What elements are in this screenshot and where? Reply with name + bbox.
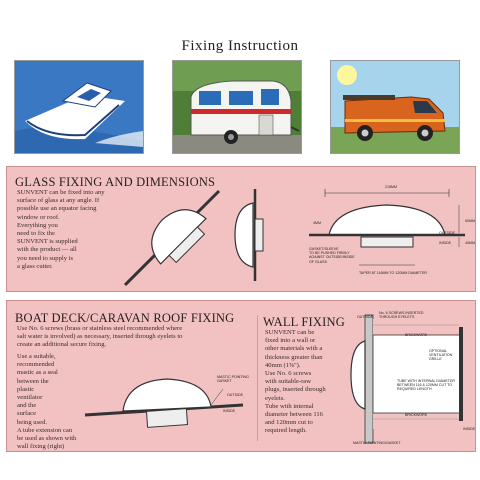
dim-50-label: 50MM <box>465 219 475 223</box>
glass-dimensions-diagram <box>309 189 465 266</box>
mastic-gasket-label: MASTIC POINTING GASKET <box>217 375 249 384</box>
motor-boat-icon <box>15 61 143 153</box>
wall-fixing-diagram <box>350 314 463 444</box>
wall-fixing-text: SUNVENT can be fixed into a wall or othe… <box>265 329 326 435</box>
van-illustration <box>330 60 460 154</box>
taper-note: TAPER AT 116MM TO 120MM DIAMETER <box>359 271 427 275</box>
deck-fixing-diagram <box>84 378 244 428</box>
boat-outside-label: OUTSIDE <box>227 393 243 397</box>
dim-40-label: 40MM <box>465 241 475 245</box>
mastic-pointing-note: MASTIC POINTING/GASKET <box>353 441 401 445</box>
tube-note: TUBE WITH INTERNAL DIAMETER BETWEEN 116 … <box>397 379 455 392</box>
grille-note: OPTIONAL VENTILATION GRILLE <box>429 349 453 362</box>
boat-deck-text-side: Use a suitable, recommended mastic as a … <box>17 353 77 451</box>
dim-4-label: 4MM <box>313 221 321 225</box>
caravan-icon <box>173 61 301 153</box>
gasket-sleeve-note: GASKET/SLEEVE TO BE PUSHED FIRMLY AGAINS… <box>309 247 355 264</box>
brickwork-top-label: BRICKWORK <box>405 333 428 337</box>
glass-outside-label: OUTSIDE <box>439 231 455 235</box>
glass-vertical-diagram <box>234 189 264 281</box>
wall-fixing-heading: WALL FIXING <box>263 315 345 329</box>
panel-divider <box>257 315 258 441</box>
glass-fixing-panel: GLASS FIXING AND DIMENSIONS SUNVENT can … <box>6 166 476 292</box>
caravan-illustration <box>172 60 302 154</box>
boat-illustration <box>14 60 144 154</box>
glass-fixing-heading: GLASS FIXING AND DIMENSIONS <box>15 175 216 189</box>
glass-angled-diagram <box>123 189 221 287</box>
wall-outside-label: OUTSIDE <box>357 315 373 319</box>
page-title: Fixing Instruction <box>181 38 299 54</box>
brickwork-bottom-label: BRICKWORK <box>405 413 428 417</box>
wall-inside-label: INSIDE <box>463 427 475 431</box>
glass-inside-label: INSIDE <box>439 241 451 245</box>
boat-deck-panel: BOAT DECK/CARAVAN ROOF FIXING Use No. 6 … <box>6 300 476 452</box>
van-icon <box>331 61 459 153</box>
boat-deck-heading: BOAT DECK/CARAVAN ROOF FIXING <box>15 311 235 325</box>
glass-fixing-text: SUNVENT can be fixed into any surface of… <box>17 189 105 270</box>
screws-note: No. 6 SCREWS INSERTED THROUGH EYELETS <box>379 311 424 320</box>
boat-deck-text-top: Use No. 6 screws (brass or stainless ste… <box>17 325 183 349</box>
dim-215-label: 215MM <box>385 185 397 189</box>
boat-inside-label: INSIDE <box>223 409 235 413</box>
